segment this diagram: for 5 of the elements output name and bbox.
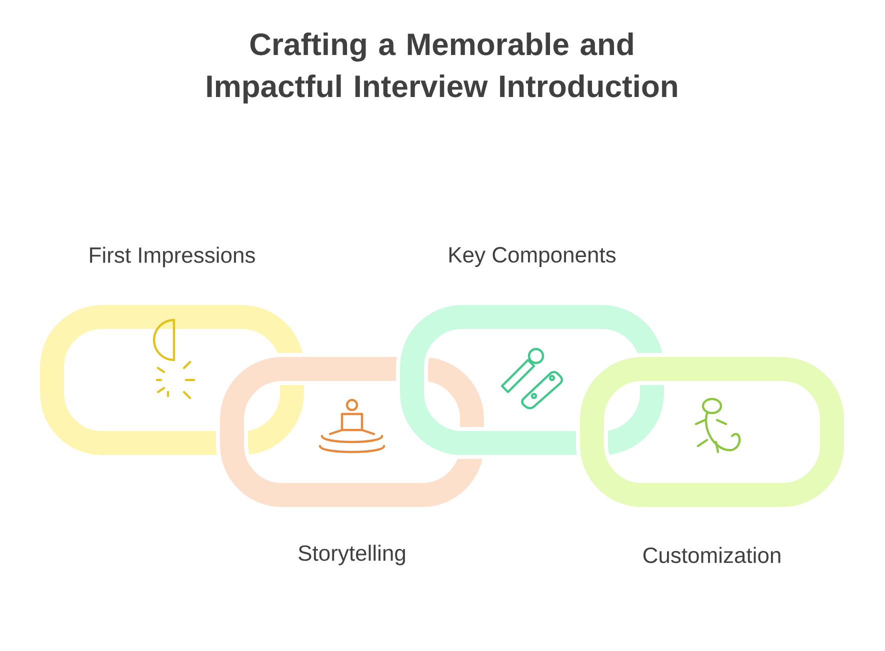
link-label: Storytelling — [298, 544, 405, 566]
link-label: Key Components — [449, 247, 616, 267]
title: Crafting a Memorable and Impactful Interview Introduction — [207, 32, 677, 104]
link-label: First Impressions — [90, 246, 255, 268]
link-label: Customization — [643, 546, 780, 564]
